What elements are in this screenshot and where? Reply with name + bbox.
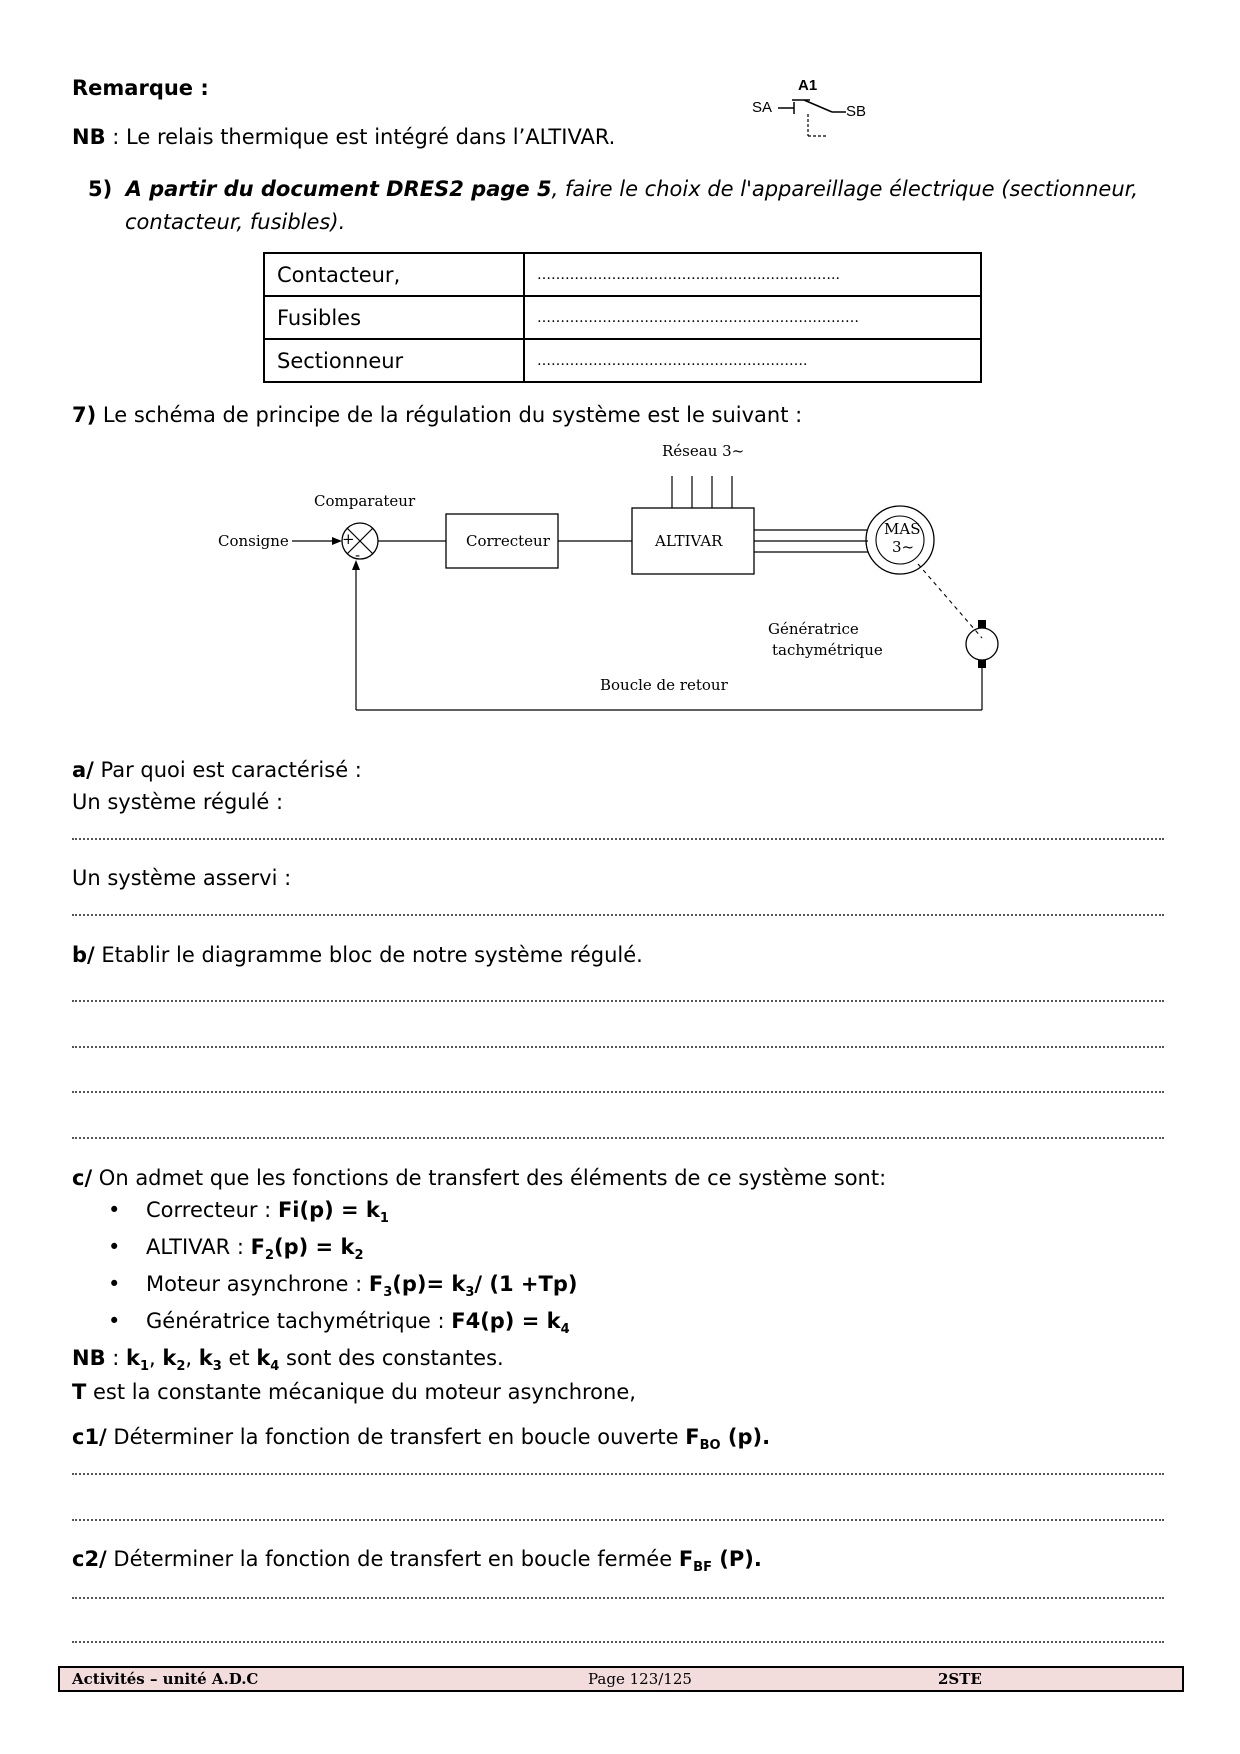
motor-mas-symbol xyxy=(865,505,935,575)
element-name: Génératrice tachymétrique : xyxy=(146,1309,452,1333)
question-5-text: , faire le choix de l'appareillage élect… xyxy=(551,177,1139,201)
list-item: • ALTIVAR : F2(p) = k2 xyxy=(108,1229,577,1266)
table-row: Sectionneur …………………………………………………. xyxy=(263,338,982,383)
bullet: • xyxy=(108,1235,121,1259)
comparator-plus: + xyxy=(342,530,355,548)
relay-right-label: SB xyxy=(846,103,866,120)
question-c1: c1/ Déterminer la fonction de transfert … xyxy=(72,1425,771,1454)
answer-field-contacteur[interactable]: ……………………………………………………….. xyxy=(523,252,982,297)
answer-line[interactable] xyxy=(72,1641,1164,1643)
table-cell-label: Sectionneur xyxy=(263,338,525,383)
transfer-functions-list: • Correcteur : Fi(p) = k1 • ALTIVAR : F2… xyxy=(108,1192,577,1340)
list-item: • Génératrice tachymétrique : F4(p) = k4 xyxy=(108,1303,577,1340)
question-5-reference: A partir du document DRES2 page 5 xyxy=(125,177,552,201)
question-b: b/ Etablir le diagramme bloc de notre sy… xyxy=(72,943,643,967)
footer-class: 2STE xyxy=(938,1670,982,1688)
bullet: • xyxy=(108,1309,121,1333)
diagram-generatrice-label-2: tachymétrique xyxy=(772,641,883,659)
question-c: c/ On admet que les fonctions de transfe… xyxy=(72,1166,886,1190)
table-row: Fusibles …………………………………………………………… xyxy=(263,295,982,340)
diagram-consigne-label: Consigne xyxy=(218,532,289,550)
footer-unit: Activités – unité A.D.C xyxy=(72,1670,259,1688)
table-cell-label: Fusibles xyxy=(263,295,525,340)
nb-note-relay: NB : Le relais thermique est intégré dan… xyxy=(72,125,615,149)
question-c-text: On admet que les fonctions de transfert … xyxy=(92,1166,887,1190)
time-constant-note: T est la constante mécanique du moteur a… xyxy=(72,1380,636,1404)
question-5: 5) A partir du document DRES2 page 5, fa… xyxy=(88,177,1138,201)
diagram-generatrice-label-1: Génératrice xyxy=(768,620,859,638)
answer-field-sectionneur[interactable]: …………………………………………………. xyxy=(523,338,982,383)
footer-page-number: Page 123/125 xyxy=(588,1670,692,1688)
table-cell-label: Contacteur, xyxy=(263,252,525,297)
relay-left-label: SA xyxy=(752,99,772,116)
equipment-choice-table: Contacteur, ……………………………………………………….. Fusi… xyxy=(263,252,982,383)
regulation-diagram: Réseau 3~ Comparateur + - Consigne Corre… xyxy=(218,442,999,711)
answer-line[interactable] xyxy=(72,914,1164,916)
transfer-function: F2(p) = k2 xyxy=(250,1235,364,1264)
transfer-function: F3(p)= k3/ (1 +Tp) xyxy=(368,1272,578,1301)
answer-line[interactable] xyxy=(72,838,1164,840)
bullet: • xyxy=(108,1272,121,1296)
question-5-line2: contacteur, fusibles). xyxy=(125,210,346,234)
answer-field-fusibles[interactable]: …………………………………………………………… xyxy=(523,295,982,340)
question-5-number: 5) xyxy=(88,177,113,201)
relay-contact-symbol: A1 SA SB xyxy=(752,77,866,137)
diagram-reseau-label: Réseau 3~ xyxy=(662,442,744,460)
answer-line[interactable] xyxy=(72,1046,1164,1048)
question-7-number: 7) xyxy=(72,403,97,427)
question-7-text: Le schéma de principe de la régulation d… xyxy=(96,403,803,427)
answer-line[interactable] xyxy=(72,1137,1164,1139)
transfer-function: Fi(p) = k1 xyxy=(277,1198,389,1227)
comparator-minus: - xyxy=(355,546,360,564)
answer-line[interactable] xyxy=(72,1597,1164,1599)
question-7: 7) Le schéma de principe de la régulatio… xyxy=(72,403,802,427)
systeme-asservi-prompt: Un système asservi : xyxy=(72,866,292,890)
page-footer: Activités – unité A.D.C Page 123/125 2ST… xyxy=(58,1666,1184,1692)
diagram-mas-label: MAS xyxy=(884,520,920,538)
table-row: Contacteur, ……………………………………………………….. xyxy=(263,252,982,297)
question-a: a/ Par quoi est caractérisé : xyxy=(72,758,362,782)
nb-text: : Le relais thermique est intégré dans l… xyxy=(105,125,616,149)
diagram-altivar-label: ALTIVAR xyxy=(654,532,723,550)
bullet: • xyxy=(108,1198,121,1222)
question-b-text: Etablir le diagramme bloc de notre systè… xyxy=(94,943,643,967)
diagram-correcteur-label: Correcteur xyxy=(466,532,551,550)
transfer-function: F4(p) = k4 xyxy=(451,1309,570,1338)
nb-label: NB xyxy=(72,125,106,149)
remarque-heading: Remarque : xyxy=(72,76,209,100)
diagram-comparateur-label: Comparateur xyxy=(314,492,416,510)
nb-constants-note: NB : k1, k2, k3 et k4 sont des constante… xyxy=(72,1346,504,1375)
question-a-text: Par quoi est caractérisé : xyxy=(93,758,362,782)
element-name: Moteur asynchrone : xyxy=(146,1272,369,1296)
element-name: ALTIVAR : xyxy=(146,1235,251,1259)
systeme-regule-prompt: Un système régulé : xyxy=(72,790,284,814)
element-name: Correcteur : xyxy=(146,1198,278,1222)
tachometer-generator-symbol xyxy=(965,627,999,661)
relay-name: A1 xyxy=(798,77,817,94)
diagram-mas-sub: 3~ xyxy=(892,538,914,556)
answer-line[interactable] xyxy=(72,1473,1164,1475)
question-c2: c2/ Déterminer la fonction de transfert … xyxy=(72,1547,762,1576)
question-c-label: c/ xyxy=(72,1166,93,1190)
answer-line[interactable] xyxy=(72,1091,1164,1093)
list-item: • Correcteur : Fi(p) = k1 xyxy=(108,1192,577,1229)
question-b-label: b/ xyxy=(72,943,95,967)
answer-line[interactable] xyxy=(72,1519,1164,1521)
diagram-boucle-label: Boucle de retour xyxy=(600,676,729,694)
answer-line[interactable] xyxy=(72,1000,1164,1002)
list-item: • Moteur asynchrone : F3(p)= k3/ (1 +Tp) xyxy=(108,1266,577,1303)
question-a-label: a/ xyxy=(72,758,94,782)
